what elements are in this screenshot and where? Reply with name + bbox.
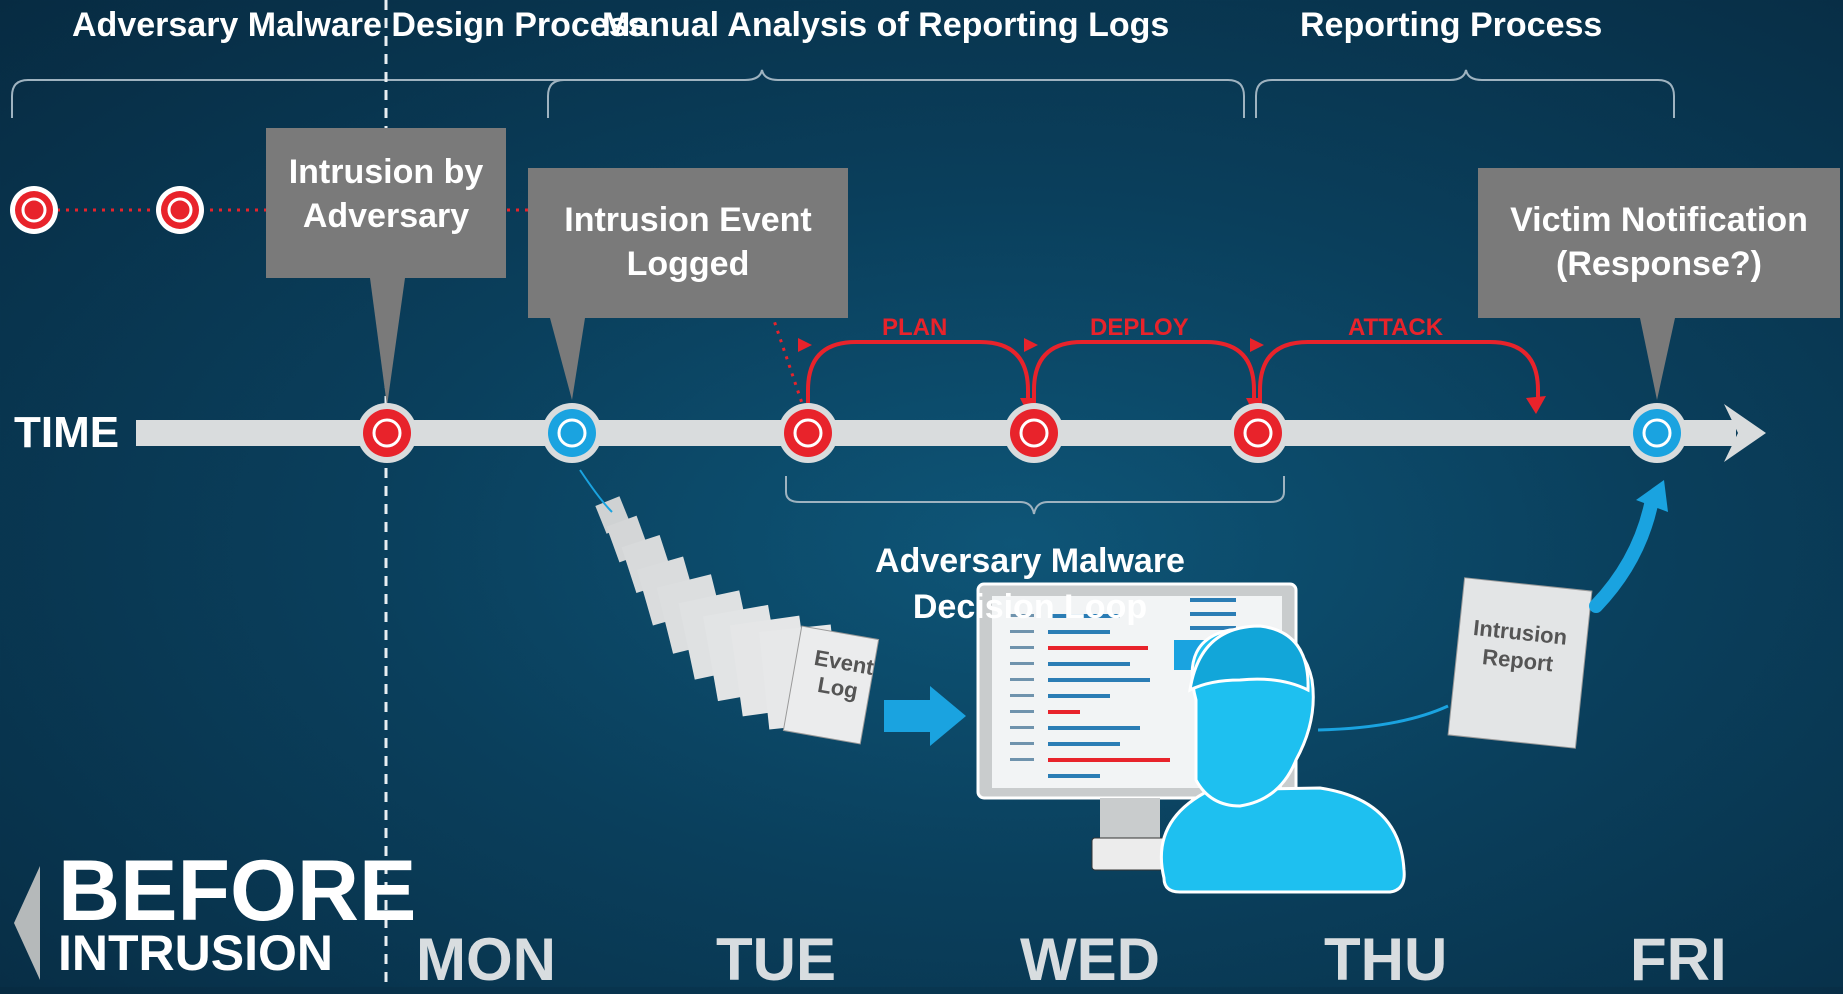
- title-reporting-process: Reporting Process: [1300, 6, 1603, 44]
- title-malware-design: Adversary Malware Design Process: [72, 6, 647, 44]
- arrow-right-icon: [884, 686, 966, 746]
- blue-event-node: [1627, 403, 1687, 463]
- event-log-stack: Event Log: [595, 496, 880, 745]
- timeline-label: TIME: [14, 408, 120, 457]
- intrusion-report-document: Intrusion Report: [1447, 577, 1593, 749]
- callout-intrusion: Intrusion by Adversary: [266, 128, 506, 278]
- report-connector: [1317, 704, 1449, 732]
- back-chevron-icon: [14, 866, 40, 980]
- red-event-node: [778, 403, 838, 463]
- before-label: BEFORE: [58, 843, 417, 939]
- loop-step-deploy: DEPLOY: [1090, 314, 1189, 341]
- loop-step-plan: PLAN: [882, 314, 948, 341]
- day-label-mon: MON: [416, 926, 556, 993]
- day-label-wed: WED: [1020, 926, 1160, 993]
- day-label-fri: FRI: [1630, 926, 1727, 993]
- intrusion-callout-pointer: [370, 278, 405, 406]
- victim-callout-pointer: [1640, 318, 1675, 400]
- report-to-notification-arrow: [1589, 493, 1659, 613]
- callout-event-logged: Intrusion Event Logged: [528, 168, 848, 318]
- event-log-document: [782, 625, 880, 745]
- analyst-person: [1159, 624, 1406, 894]
- day-label-thu: THU: [1324, 926, 1448, 993]
- loop-step-attack: ATTACK: [1348, 314, 1444, 341]
- brace-reporting: [1255, 69, 1675, 118]
- red-event-node: [1004, 403, 1064, 463]
- timeline-nodes: [357, 403, 1687, 463]
- blue-event-node: [542, 403, 602, 463]
- title-manual-analysis: Manual Analysis of Reporting Logs: [602, 6, 1170, 44]
- brace-analysis-left: [547, 79, 745, 118]
- callout-victim-notification: Victim Notification (Response?): [1478, 168, 1840, 318]
- loop-arrowheads: [798, 338, 1546, 414]
- timeline-arrow-icon: [1724, 404, 1766, 462]
- decision-loop-arcs: [806, 340, 1540, 406]
- brace-decision-loop: [785, 476, 1285, 515]
- day-label-tue: TUE: [716, 926, 836, 993]
- intrusion-label: INTRUSION: [58, 925, 333, 981]
- red-event-node: [357, 403, 417, 463]
- brace-lines: [11, 69, 1675, 515]
- red-event-node: [1228, 403, 1288, 463]
- decision-loop-label: Adversary Malware Decision Loop: [875, 542, 1185, 626]
- brace-design: [11, 69, 1245, 118]
- logged-callout-pointer: [550, 318, 585, 400]
